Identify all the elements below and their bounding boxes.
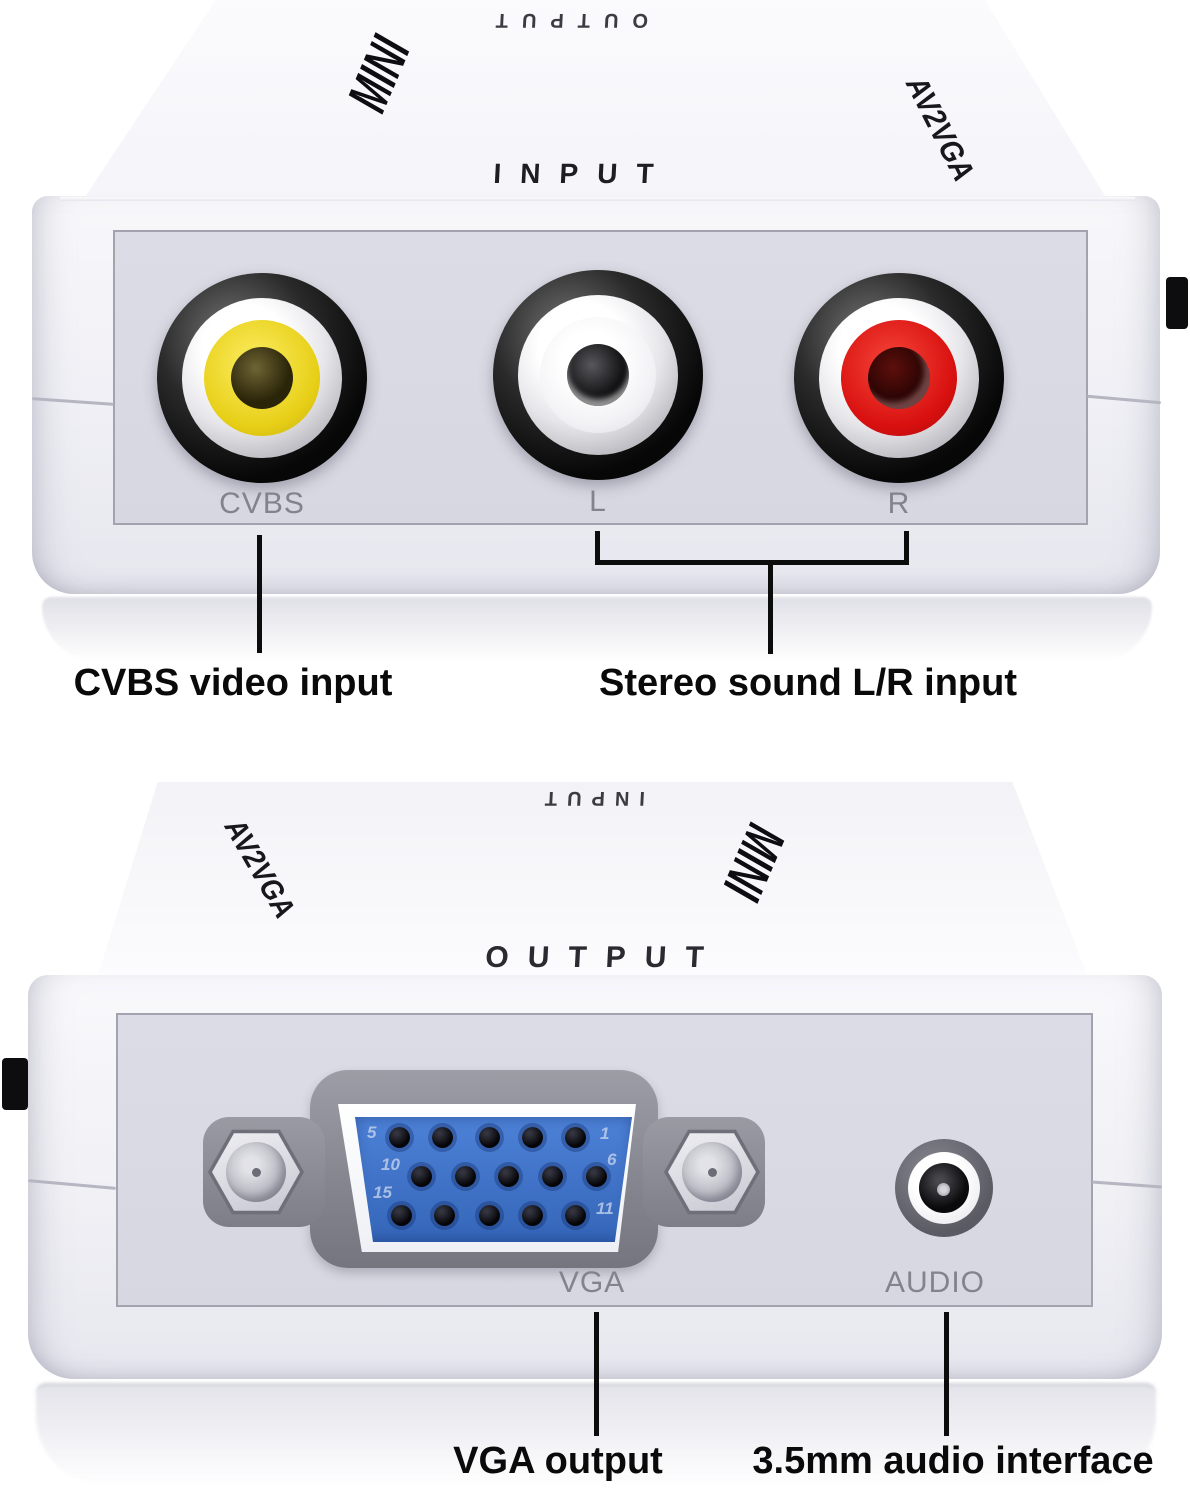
vga-pin-number-5: 5 [367, 1123, 377, 1142]
screw-center-dot [252, 1168, 261, 1177]
port-label-vga: VGA [558, 1266, 626, 1299]
port-label-audio: AUDIO [884, 1266, 985, 1299]
rca-jack-cvbs [157, 273, 367, 483]
vga-pin-hole [411, 1166, 432, 1187]
vga-pin-hole [498, 1166, 519, 1187]
vga-pin-hole [479, 1127, 500, 1148]
vga-connector-blue-insert: 5 1 10 6 15 11 [355, 1117, 632, 1242]
vga-pin-hole [565, 1205, 586, 1226]
rca-socket-hole [231, 347, 293, 409]
annotation-cvbs-video-input: CVBS video input [73, 662, 393, 704]
annotation-audio-interface: 3.5mm audio interface [752, 1440, 1154, 1482]
leader-line-audio [944, 1312, 949, 1436]
vga-pin-hole [522, 1127, 543, 1148]
vga-screw-post-right [664, 1129, 760, 1215]
port-label-right: R [887, 487, 911, 520]
leader-line-cvbs [257, 535, 262, 653]
side-port-tab [1166, 277, 1188, 329]
audio-jack-3-5mm [895, 1139, 993, 1237]
vga-pin-hole [432, 1127, 453, 1148]
vga-pin-hole [391, 1205, 412, 1226]
side-port-tab [2, 1058, 28, 1110]
bracket-left-line [595, 531, 600, 565]
rca-jack-right-audio [794, 273, 1004, 483]
annotation-vga-output: VGA output [453, 1440, 663, 1482]
top-unit-edge-ridge [60, 197, 1135, 201]
top-unit-input-text: INPUT [492, 158, 674, 189]
rca-jack-left-audio [493, 270, 703, 480]
port-label-left: L [589, 485, 607, 518]
vga-pin-number-6: 6 [607, 1150, 617, 1169]
rca-socket-hole [567, 344, 629, 406]
top-unit-reflection [42, 597, 1152, 661]
bottom-unit-input-text: INPUT [534, 787, 646, 809]
bracket-right-line [904, 531, 909, 565]
bottom-unit-output-text: OUTPUT [484, 941, 724, 974]
vga-pin-hole [522, 1205, 543, 1226]
rca-socket-hole [868, 347, 930, 409]
vga-pin-hole [479, 1205, 500, 1226]
bracket-horizontal-line [595, 560, 909, 565]
top-unit-top-surface [75, 0, 1115, 212]
vga-pin-number-11: 11 [596, 1199, 614, 1218]
bottom-unit-top-surface [96, 782, 1090, 982]
vga-pin-hole [542, 1166, 563, 1187]
vga-pin-hole [455, 1166, 476, 1187]
vga-pin-number-15: 15 [373, 1183, 392, 1202]
leader-line-vga [594, 1312, 599, 1436]
vga-pin-hole [586, 1166, 607, 1187]
audio-jack-highlight [937, 1183, 950, 1196]
annotation-stereo-sound-input: Stereo sound L/R input [599, 662, 1017, 704]
port-label-cvbs: CVBS [219, 487, 305, 520]
bracket-stem-line [768, 560, 773, 654]
screw-center-dot [708, 1168, 717, 1177]
vga-pin-hole [565, 1127, 586, 1148]
vga-pin-number-10: 10 [381, 1155, 400, 1174]
vga-pin-number-1: 1 [600, 1124, 610, 1143]
vga-pin-hole [434, 1205, 455, 1226]
vga-screw-post-left [208, 1129, 304, 1215]
vga-pin-hole [389, 1127, 410, 1148]
